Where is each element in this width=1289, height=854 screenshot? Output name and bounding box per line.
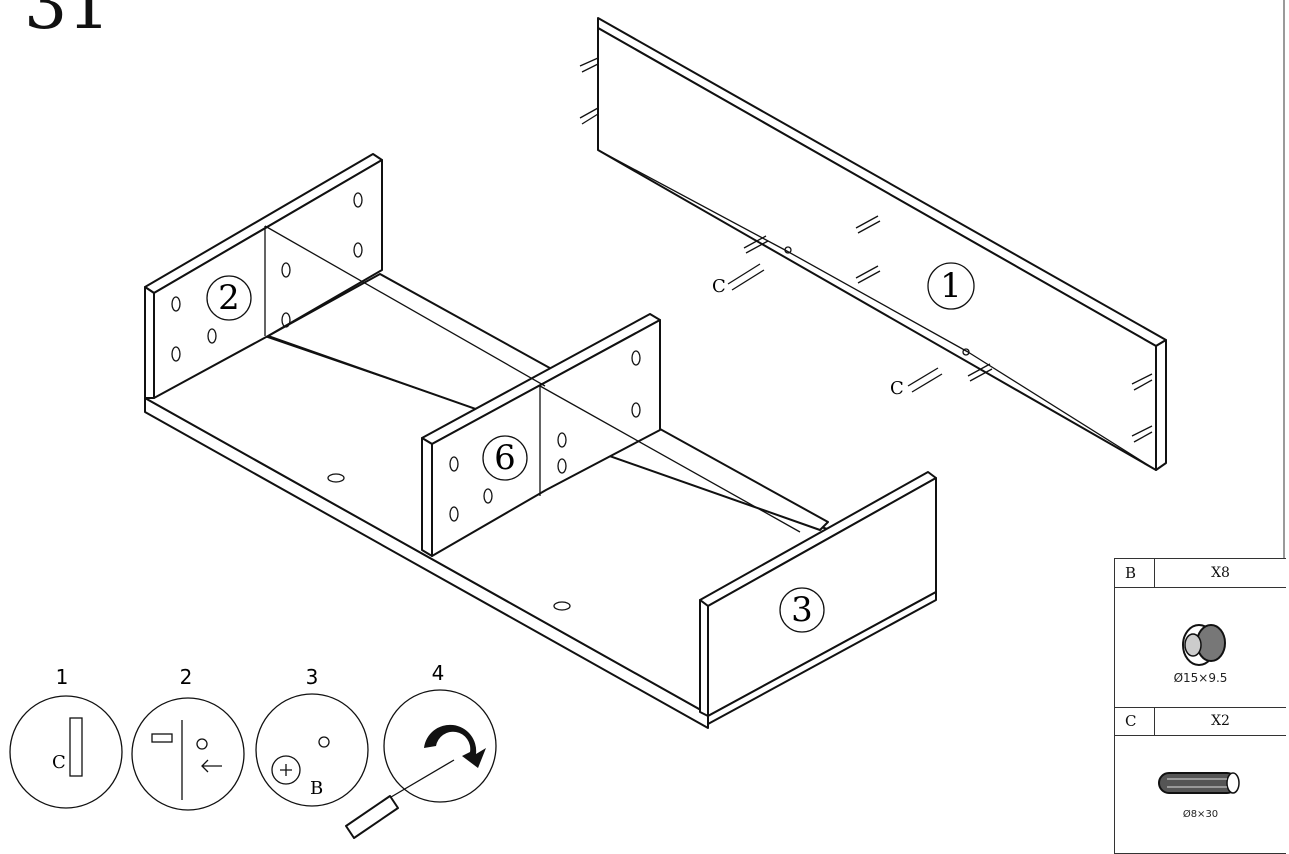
cabinet-frame: 2 6 3 — [144, 153, 937, 729]
substep-2: 2 — [131, 665, 245, 811]
back-panel-1: C C 1 — [579, 17, 1167, 471]
substep-number: 1 — [56, 665, 69, 689]
page-border — [1283, 0, 1285, 854]
panel-6-label: 6 — [494, 438, 516, 478]
substep-number: 2 — [180, 665, 193, 689]
hardware-cell: Ø15×9.5 — [1115, 589, 1286, 708]
substep-letter: C — [52, 752, 66, 773]
wood-dowel-icon — [1158, 772, 1240, 794]
substep-number: 3 — [306, 665, 319, 689]
hardware-row-header: B X8 — [1115, 559, 1286, 588]
hardware-quantity: X8 — [1211, 565, 1230, 581]
hardware-row-header: C X2 — [1115, 707, 1286, 736]
cam-lock-icon — [1182, 624, 1226, 666]
hardware-cell: Ø8×30 — [1115, 737, 1286, 853]
hardware-code: C — [1115, 707, 1155, 735]
hardware-size: Ø8×30 — [1182, 809, 1219, 820]
substep-3: 3 B — [255, 665, 369, 807]
hardware-size: Ø15×9.5 — [1173, 671, 1228, 685]
hardware-quantity: X2 — [1211, 713, 1230, 729]
hardware-table: B X8 Ø15×9.5 C X2 Ø8×30 — [1114, 558, 1286, 854]
hardware-code: B — [1115, 559, 1155, 587]
panel-1-label: 1 — [940, 266, 962, 306]
panel-3-label: 3 — [791, 590, 813, 630]
dowel-label: C — [712, 276, 726, 297]
substep-1: 1 C — [9, 665, 123, 809]
step-number: 31 — [24, 0, 111, 45]
panel-1-marker — [927, 262, 975, 310]
substep-letter: B — [310, 778, 323, 799]
panel-2-label: 2 — [218, 278, 240, 318]
substep-number: 4 — [432, 661, 445, 685]
dowel-label: C — [890, 378, 904, 399]
substep-4: 4 — [345, 661, 497, 839]
